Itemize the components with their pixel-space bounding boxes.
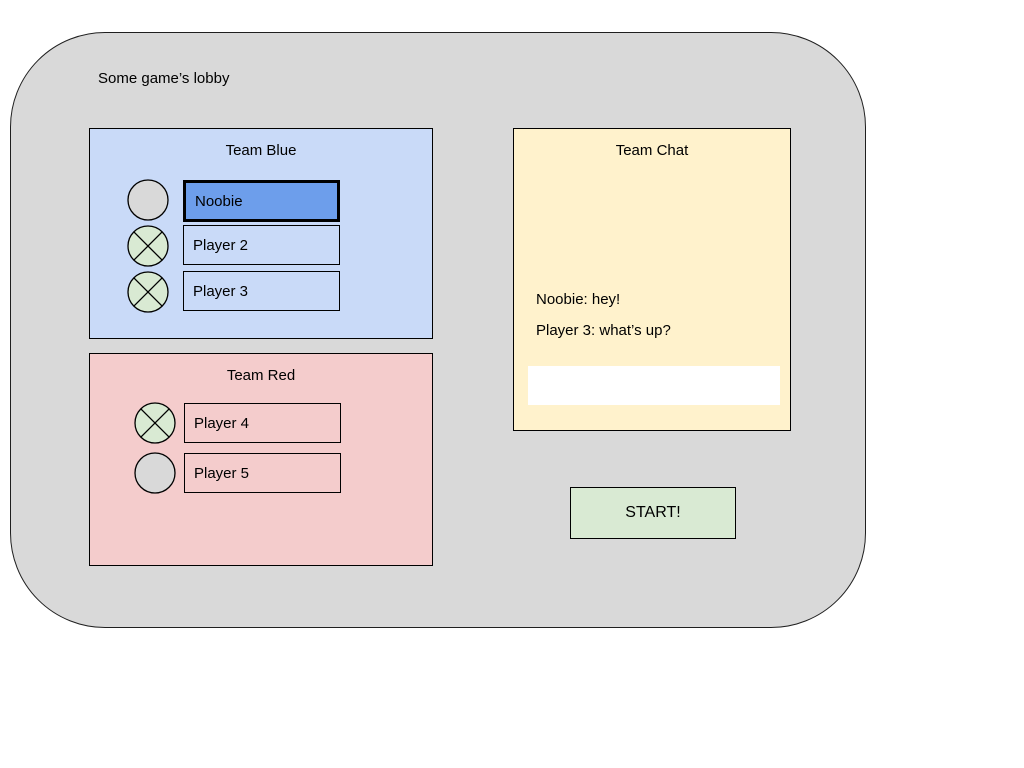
start-button[interactable]: START! (570, 487, 736, 539)
empty-circle-icon (127, 179, 169, 221)
crossed-circle-icon (134, 402, 176, 444)
lobby-container: Some game’s lobby Team Blue Noobie Playe… (10, 32, 866, 628)
empty-circle-icon (134, 452, 176, 494)
chat-panel: Team Chat Noobie: hey! Player 3: what’s … (513, 128, 791, 431)
page-title: Some game’s lobby (98, 70, 230, 87)
chat-input[interactable] (528, 366, 780, 405)
team-red-panel: Team Red Player 4 Player 5 (89, 353, 433, 566)
player-slot-player-5[interactable]: Player 5 (184, 453, 341, 493)
chat-message: Noobie: hey! (536, 291, 621, 308)
crossed-circle-icon (127, 271, 169, 313)
player-slot-player-3[interactable]: Player 3 (183, 271, 340, 311)
player-slot-player-4[interactable]: Player 4 (184, 403, 341, 443)
chat-message: Player 3: what’s up? (536, 322, 671, 339)
chat-title: Team Chat (615, 142, 689, 159)
team-blue-panel: Team Blue Noobie Player 2 Player 3 (89, 128, 433, 339)
player-slot-player-2[interactable]: Player 2 (183, 225, 340, 265)
player-slot-noobie[interactable]: Noobie (183, 180, 340, 222)
team-blue-title: Team Blue (225, 142, 297, 159)
crossed-circle-icon (127, 225, 169, 267)
team-red-title: Team Red (226, 367, 296, 384)
